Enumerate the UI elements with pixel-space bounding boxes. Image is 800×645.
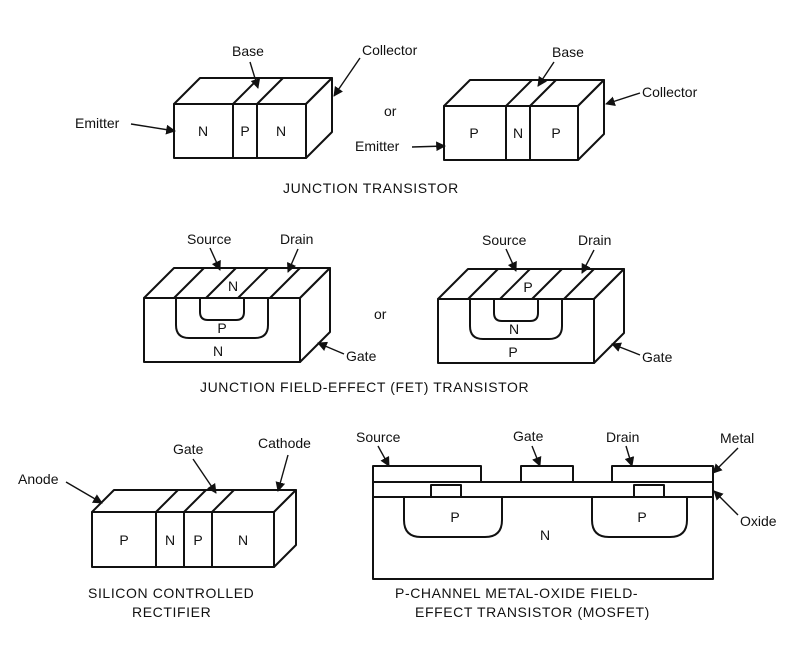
scr-anode-label: Anode [18,471,59,487]
scr-device: P N P N Anode Gate Cathode [18,435,311,568]
n-fet-source-label: Source [187,231,232,247]
mosfet-substrate: N [540,527,550,543]
mosfet-left-region: P [450,509,459,525]
n-fet-channel: P [217,320,226,336]
scr-region-2: N [165,532,175,548]
pnp-region-3: P [551,125,560,141]
mosfet-right-region: P [637,509,646,525]
n-fet-drain-label: Drain [280,231,313,247]
pnp-transistor: P N P Base Collector Emitter [355,44,698,161]
scr-caption-line2: RECTIFIER [132,604,211,620]
p-fet-substrate: P [508,344,517,360]
n-channel-fet: N P N Source Drain Gate [143,231,377,364]
pnp-region-1: P [469,125,478,141]
npn-base-label: Base [232,43,264,59]
n-fet-top-region: N [228,278,238,294]
npn-region-1: N [198,123,208,139]
mosfet-caption-line2: EFFECT TRANSISTOR (MOSFET) [415,604,650,620]
npn-region-2: P [240,123,249,139]
mosfet-device: P N P Source Gate Drain Metal Oxide [356,428,777,580]
p-fet-top-region: P [523,279,532,295]
scr-caption-line1: SILICON CONTROLLED [88,585,254,601]
npn-emitter-label: Emitter [75,115,120,131]
pnp-base-label: Base [552,44,584,60]
scr-region-3: P [193,532,202,548]
fet-caption: JUNCTION FIELD-EFFECT (FET) TRANSISTOR [200,379,529,395]
p-fet-source-label: Source [482,232,527,248]
scr-region-4: N [238,532,248,548]
or-text-fet: or [374,306,387,322]
npn-transistor: N P N Base Collector Emitter [75,42,418,159]
or-text-junction: or [384,103,397,119]
mosfet-gate-label: Gate [513,428,544,444]
scr-region-1: P [119,532,128,548]
pnp-emitter-label: Emitter [355,138,400,154]
p-fet-drain-label: Drain [578,232,611,248]
npn-collector-label: Collector [362,42,418,58]
mosfet-oxide-label: Oxide [740,513,777,529]
p-channel-fet: P N P Source Drain Gate [437,232,673,365]
pnp-region-2: N [513,125,523,141]
mosfet-caption-line1: P-CHANNEL METAL-OXIDE FIELD- [395,585,638,601]
scr-gate-label: Gate [173,441,204,457]
pnp-collector-label: Collector [642,84,698,100]
mosfet-source-label: Source [356,429,401,445]
n-fet-substrate: N [213,343,223,359]
junction-transistor-caption: JUNCTION TRANSISTOR [283,180,459,196]
n-fet-gate-label: Gate [346,348,377,364]
mosfet-metal-label: Metal [720,430,754,446]
p-fet-gate-label: Gate [642,349,673,365]
mosfet-drain-label: Drain [606,429,639,445]
p-fet-channel: N [509,321,519,337]
npn-region-3: N [276,123,286,139]
scr-cathode-label: Cathode [258,435,311,451]
